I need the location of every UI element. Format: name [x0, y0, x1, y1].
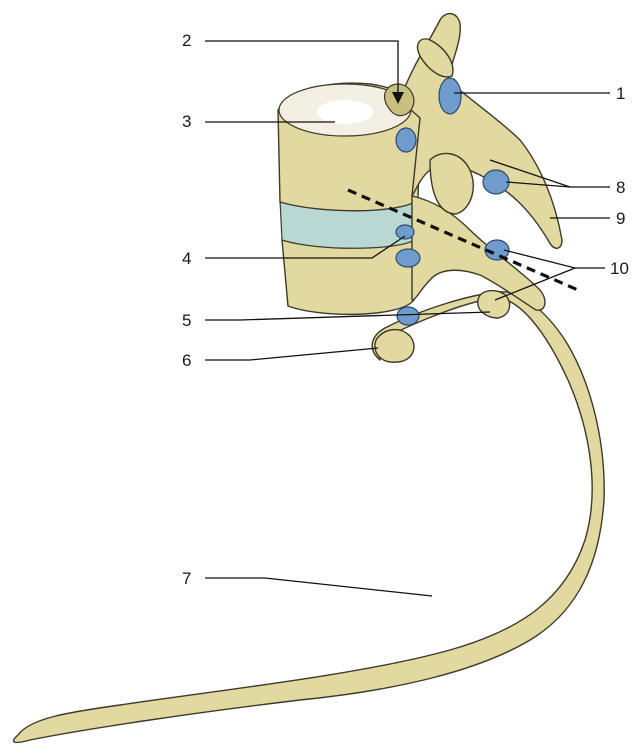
rib-shaft: [14, 292, 605, 743]
rib-head: [375, 330, 414, 363]
facet-4: [396, 249, 420, 267]
rib-tubercle: [478, 291, 510, 318]
facet-left-upper: [396, 128, 416, 152]
label-5: 5: [182, 311, 191, 330]
rib: [14, 291, 605, 743]
label-1: 1: [616, 84, 625, 103]
label-7: 7: [182, 569, 191, 588]
lower-arch: [412, 196, 545, 310]
endplate-center: [317, 100, 373, 124]
leader-6: [205, 348, 378, 360]
label-10: 10: [610, 259, 629, 278]
leader-7: [205, 578, 432, 596]
facet-4-upper: [396, 225, 414, 239]
facet-1: [439, 78, 461, 114]
facet-8: [483, 170, 509, 194]
label-8: 8: [616, 178, 625, 197]
label-2: 2: [182, 31, 191, 50]
label-9: 9: [616, 209, 625, 228]
label-3: 3: [182, 112, 191, 131]
vertebral-bodies: [278, 83, 420, 314]
facet-lower: [397, 307, 419, 325]
label-4: 4: [182, 249, 191, 268]
label-6: 6: [182, 351, 191, 370]
